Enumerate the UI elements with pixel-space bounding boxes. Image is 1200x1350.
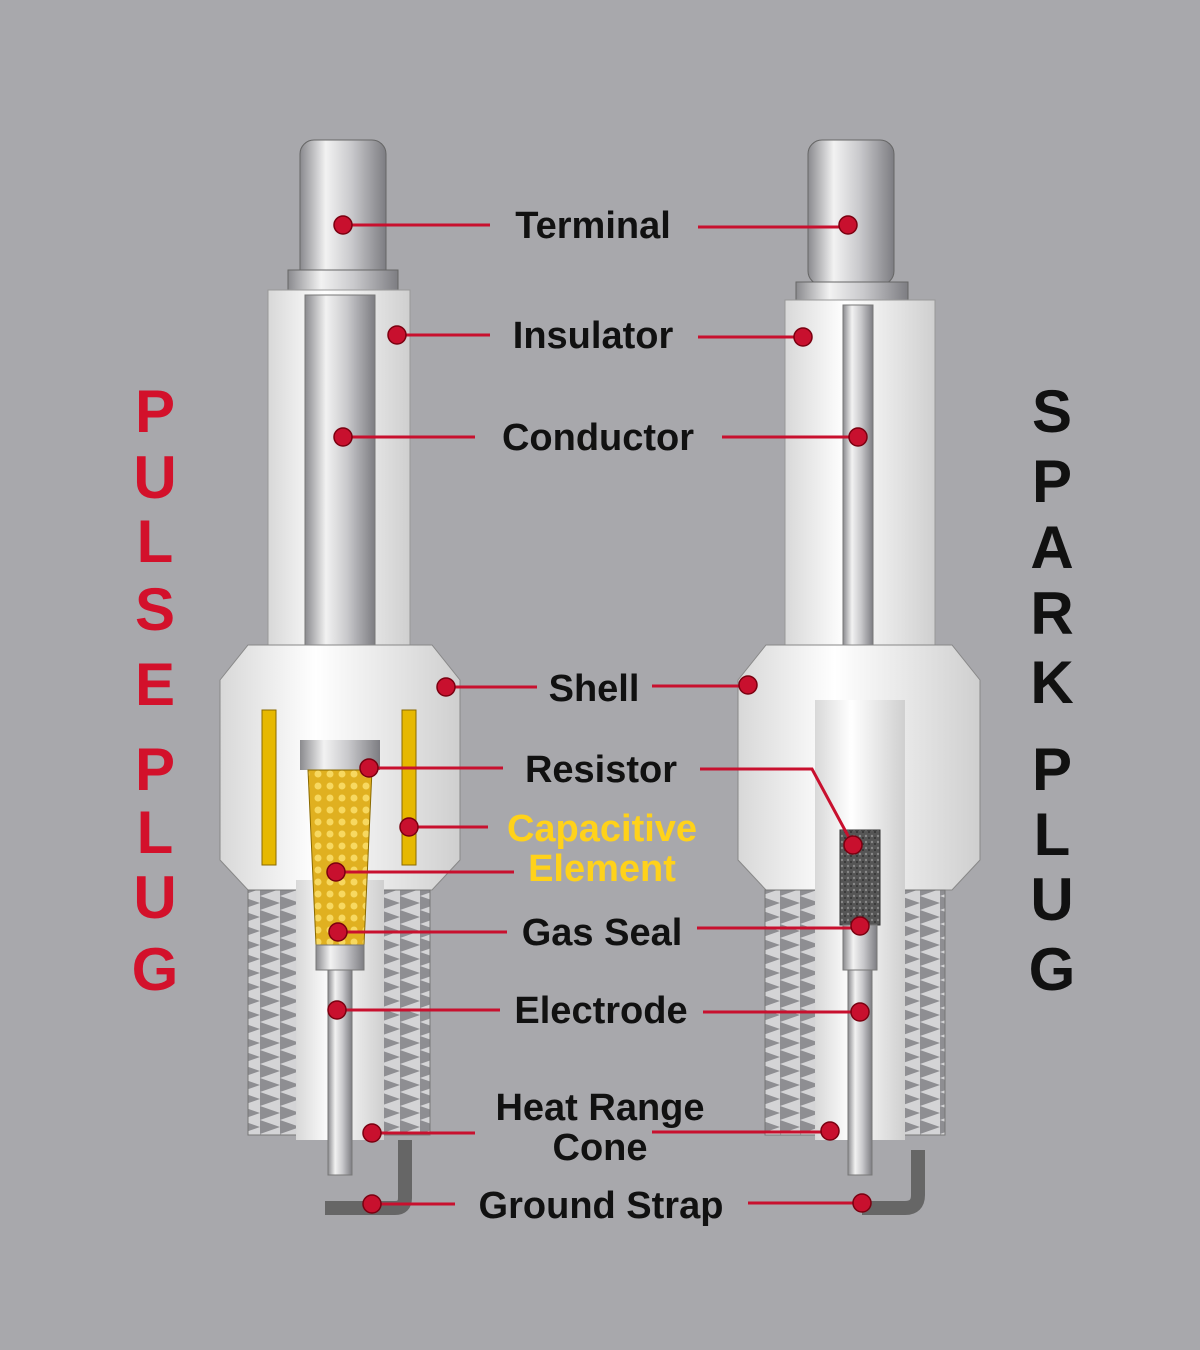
label-electrode: Electrode (514, 990, 687, 1032)
pulse-plug-title: P U L S E P L U G (132, 378, 179, 1003)
title-letter: L (137, 799, 174, 866)
label-shell: Shell (549, 668, 640, 710)
part-labels: Terminal Insulator Conductor Shell Resis… (479, 205, 724, 1227)
label-insulator: Insulator (513, 315, 674, 357)
title-letter: P (135, 378, 175, 445)
title-letter: L (137, 508, 174, 575)
title-letter: P (1032, 736, 1072, 803)
label-resistor: Resistor (525, 749, 677, 791)
spark-plug-illustration (737, 139, 981, 1215)
title-letter: L (1034, 801, 1071, 868)
label-conductor: Conductor (502, 417, 694, 459)
title-letter: E (135, 651, 175, 718)
label-cone: Cone (553, 1127, 648, 1169)
title-letter: U (1030, 866, 1073, 933)
pulse-plug-illustration (219, 139, 461, 1215)
label-terminal: Terminal (515, 205, 671, 247)
leader-lines (336, 223, 862, 1206)
label-capacitive: Capacitive (507, 808, 697, 850)
title-letter: R (1030, 580, 1073, 647)
title-letter: K (1030, 649, 1073, 716)
spark-plug-title: S P A R K P L U G (1029, 378, 1076, 1003)
label-element: Element (528, 848, 676, 890)
title-letter: P (1032, 448, 1072, 515)
title-letter: G (1029, 936, 1076, 1003)
label-heat-range: Heat Range (495, 1087, 704, 1129)
title-letter: U (133, 444, 176, 511)
title-letter: U (133, 864, 176, 931)
title-letter: A (1030, 514, 1073, 581)
label-ground-strap: Ground Strap (479, 1185, 724, 1227)
title-letter: P (135, 736, 175, 803)
marker-dots (326, 215, 872, 1214)
label-gas-seal: Gas Seal (522, 912, 683, 954)
title-letter: S (135, 576, 175, 643)
title-letter: S (1032, 378, 1072, 445)
title-letter: G (132, 936, 179, 1003)
